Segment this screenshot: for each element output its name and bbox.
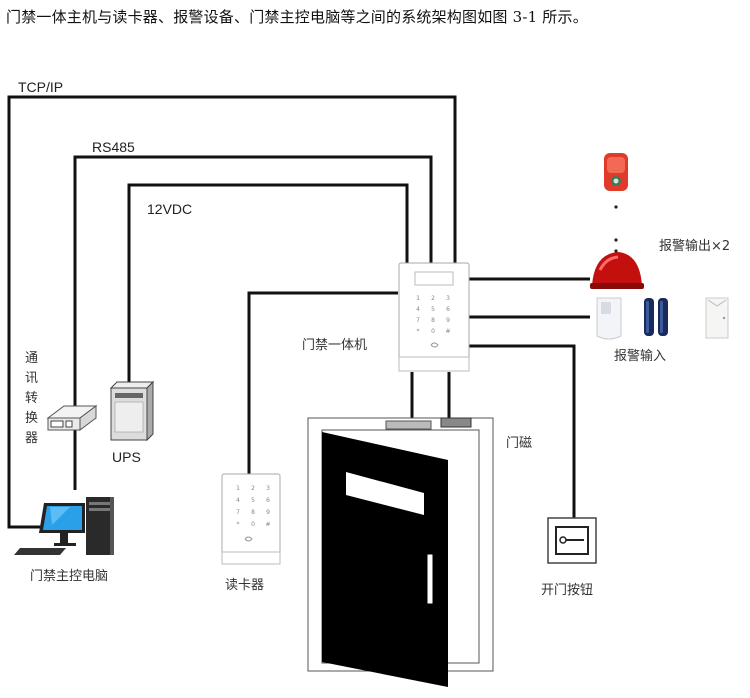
keypad-key: 8	[251, 509, 255, 516]
reader-wire	[247, 291, 398, 475]
figure-caption: 门禁一体主机与读卡器、报警设备、门禁主控电脑等之间的系统架构图如图 3-1 所示…	[6, 8, 588, 26]
svg-text:换: 换	[25, 411, 38, 426]
exit-button-wire	[467, 344, 576, 518]
keypad-key: 5	[251, 497, 255, 504]
desktop-computer-icon	[14, 497, 114, 555]
svg-text:转: 转	[25, 391, 38, 406]
card-icon	[244, 536, 253, 542]
keypad-key: 6	[446, 306, 450, 313]
keypad-key: 0	[251, 521, 255, 528]
door	[307, 417, 494, 687]
keypad-key: 7	[236, 509, 240, 516]
ellipsis-dot	[614, 238, 618, 242]
ups-label: UPS	[112, 449, 141, 465]
wires	[7, 95, 590, 529]
door-sensor-label: 门磁	[506, 436, 532, 451]
alarm-output-label: 报警输出×2	[659, 238, 730, 254]
ellipsis-dot	[614, 205, 618, 209]
exit-button-icon	[547, 517, 597, 564]
keypad-key: 2	[431, 295, 435, 302]
door-handle	[426, 553, 434, 605]
pir-detector-icon	[596, 297, 622, 340]
keypad-key: 2	[251, 485, 255, 492]
converter-label: 通 讯 转 换 器	[25, 351, 38, 446]
door-window	[346, 472, 424, 515]
controller-display	[414, 271, 454, 286]
magnetic-lock-icon	[385, 420, 432, 430]
rs485-label: RS485	[92, 139, 135, 155]
card-reader: 1 2 3 4 5 6 7 8 9 * 0 #	[221, 473, 281, 565]
keypad-key: *	[237, 521, 240, 528]
svg-text:讯: 讯	[25, 371, 38, 386]
12vdc-label: 12VDC	[147, 201, 192, 217]
controller-label: 门禁一体机	[302, 338, 367, 353]
keypad-key: 8	[431, 317, 435, 324]
power-wire	[127, 183, 409, 387]
ellipsis-dot	[614, 249, 618, 253]
svg-text:器: 器	[25, 431, 38, 446]
keypad-key: 9	[266, 509, 270, 516]
keypad-key: 4	[416, 306, 420, 313]
exit-button-label: 开门按钮	[541, 583, 593, 598]
beam-detector-icon	[644, 298, 668, 336]
reader-keypad: 1 2 3 4 5 6 7 8 9 * 0 #	[236, 485, 270, 528]
pc-label: 门禁主控电脑	[30, 569, 108, 584]
alarm-input-label: 报警输入	[614, 348, 666, 364]
warning-beacon-icon	[590, 252, 644, 289]
keypad-key: 0	[431, 328, 435, 335]
keypad-key: 5	[431, 306, 435, 313]
ups-icon	[109, 380, 155, 442]
keypad-key: 3	[266, 485, 270, 492]
controller-keypad: 1 2 3 4 5 6 7 8 9 * 0 #	[416, 295, 450, 335]
reader-label: 读卡器	[225, 578, 264, 593]
converter-icon	[46, 405, 98, 431]
keypad-key: 6	[266, 497, 270, 504]
tcpip-wire	[7, 95, 457, 529]
keypad-key: 3	[446, 295, 450, 302]
keypad-key: 1	[236, 485, 240, 492]
keypad-key: 9	[446, 317, 450, 324]
keypad-key: 4	[236, 497, 240, 504]
keypad-key: #	[265, 521, 270, 528]
svg-text:通: 通	[25, 351, 38, 366]
keypad-key: 1	[416, 295, 420, 302]
keypad-key: #	[445, 328, 450, 335]
smoke-detector-icon	[705, 297, 729, 339]
keypad-key: 7	[416, 317, 420, 324]
access-controller: 1 2 3 4 5 6 7 8 9 * 0 #	[398, 262, 470, 372]
siren-icon	[604, 153, 628, 191]
tcpip-label: TCP/IP	[18, 79, 63, 95]
rs485-wire	[73, 155, 433, 490]
door-sensor-icon	[440, 417, 472, 428]
keypad-key: *	[417, 328, 420, 335]
card-icon	[430, 342, 439, 348]
